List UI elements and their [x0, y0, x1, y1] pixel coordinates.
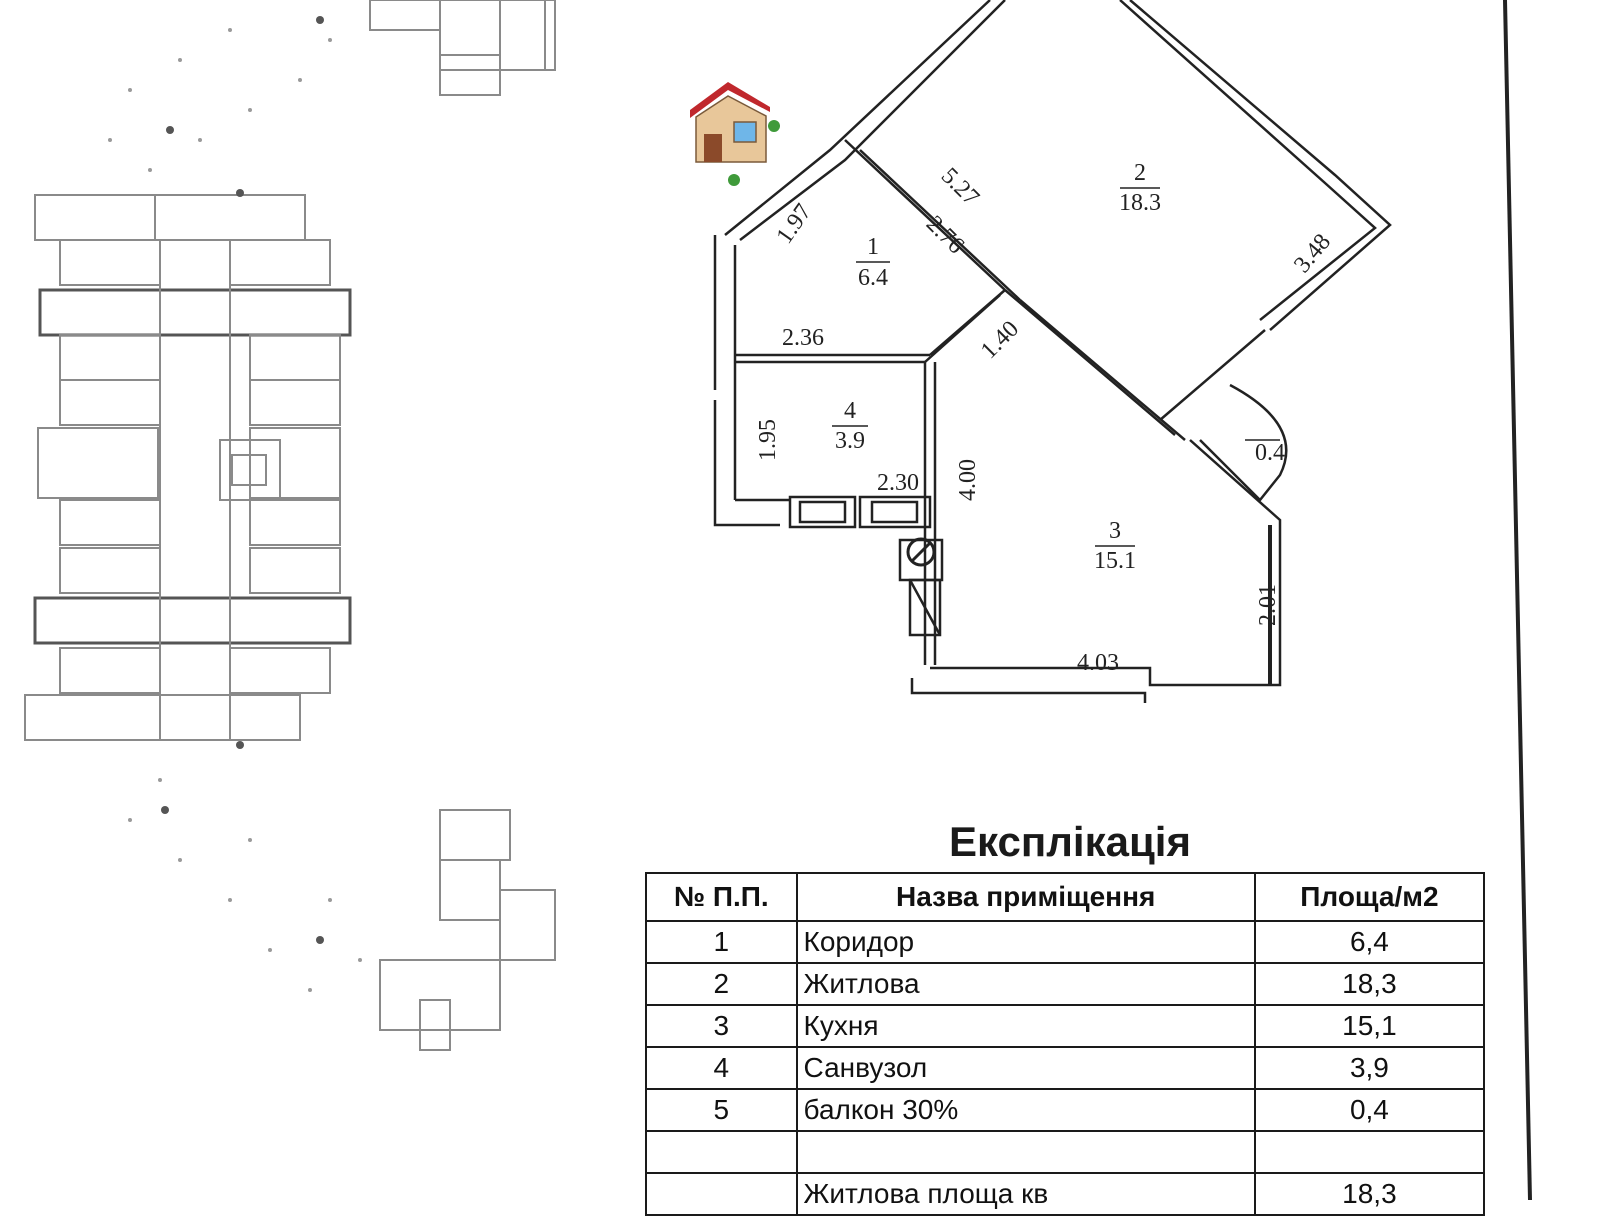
row-area: 15,1: [1253, 1004, 1486, 1048]
row-area: 0,4: [1253, 1088, 1486, 1132]
building-overview-dots: [108, 16, 362, 992]
dim-5-27: 5.27: [936, 163, 984, 211]
dim-4-00: 4.00: [955, 459, 981, 501]
table-header-row: № П.П. Назва приміщення Площа/м2: [645, 872, 1486, 922]
room-2-area: 18.3: [1119, 190, 1161, 216]
table-row: 2 Житлова 18,3: [645, 962, 1486, 1006]
dim-2-36: 2.36: [782, 325, 824, 351]
row-area: 3,9: [1253, 1046, 1486, 1090]
dim-1-97: 1.97: [772, 199, 817, 248]
explication-title: Експлікація: [949, 818, 1191, 865]
dim-1-40: 1.40: [976, 316, 1024, 364]
row-room-name: Кухня: [795, 1004, 1256, 1048]
apartment-walls: [713, 0, 1392, 703]
room-1-number: 1: [867, 234, 879, 260]
row-area: [1253, 1130, 1486, 1174]
row-number: [645, 1130, 798, 1174]
table-row: 1 Коридор 6,4: [645, 920, 1486, 964]
room-2-number: 2: [1134, 160, 1146, 186]
row-area: 18,3: [1253, 1172, 1486, 1216]
dim-4-03: 4.03: [1077, 650, 1119, 676]
row-area: 6,4: [1253, 920, 1486, 964]
table-row: 4 Санвузол 3,9: [645, 1046, 1486, 1090]
table-row: 3 Кухня 15,1: [645, 1004, 1486, 1048]
row-room-name: Житлова площа кв: [795, 1172, 1256, 1216]
row-room-name: [795, 1130, 1256, 1174]
dim-2-30: 2.30: [877, 470, 919, 496]
no-smoking-symbol: [906, 537, 936, 567]
row-room-name: Коридор: [795, 920, 1256, 964]
room-3-number: 3: [1109, 518, 1121, 544]
row-room-name: Житлова: [795, 962, 1256, 1006]
room-4-area: 3.9: [835, 428, 865, 454]
dim-1-95: 1.95: [755, 419, 781, 461]
header-area: Площа/м2: [1253, 872, 1486, 922]
explication-table: № П.П. Назва приміщення Площа/м2 1 Корид…: [645, 872, 1486, 1216]
row-area: 18,3: [1253, 962, 1486, 1006]
header-room-name: Назва приміщення: [795, 872, 1256, 922]
row-number: [645, 1172, 798, 1216]
row-room-name: Санвузол: [795, 1046, 1256, 1090]
table-row: 5 балкон 30% 0,4: [645, 1088, 1486, 1132]
page-border: [1503, 0, 1532, 1200]
row-number: 5: [645, 1088, 798, 1132]
row-number: 1: [645, 920, 798, 964]
row-number: 4: [645, 1046, 798, 1090]
room-3-area: 15.1: [1094, 548, 1136, 574]
table-row-empty: [645, 1130, 1486, 1174]
row-number: 3: [645, 1004, 798, 1048]
row-number: 2: [645, 962, 798, 1006]
room-4-number: 4: [844, 398, 856, 424]
building-overview-plan: [24, 0, 556, 1051]
house-icon: [690, 82, 780, 186]
room-1-area: 6.4: [858, 265, 888, 291]
header-number: № П.П.: [645, 872, 798, 922]
table-row-partial: Житлова площа кв 18,3: [645, 1172, 1486, 1216]
balcony-area: 0.4: [1255, 440, 1285, 466]
room-labels: 1 6.4 2 18.3 3 15.1 4 3.9 0.4: [832, 160, 1285, 574]
dim-2-01: 2.01: [1255, 584, 1281, 626]
dim-3-48: 3.48: [1289, 229, 1336, 278]
dimension-labels: 1.97 5.27 2.76 3.48 2.36 1.40 1.95 2.30 …: [755, 163, 1336, 676]
row-room-name: балкон 30%: [795, 1088, 1256, 1132]
